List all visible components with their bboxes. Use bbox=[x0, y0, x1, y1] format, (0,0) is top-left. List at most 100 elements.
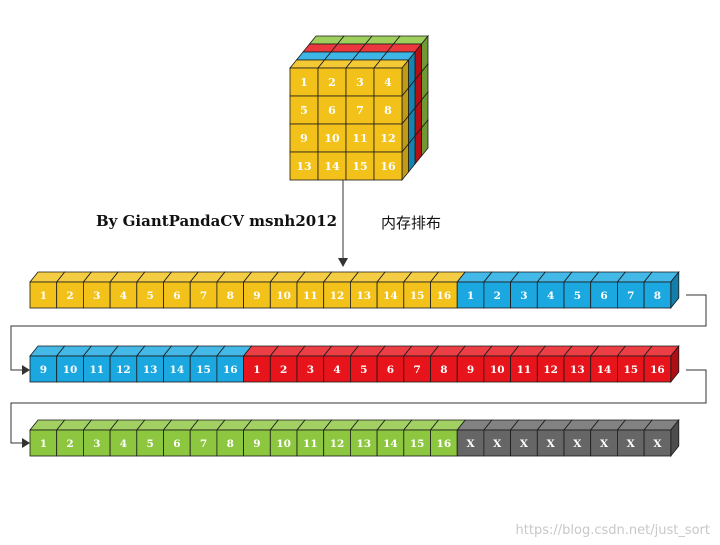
memory-cell bbox=[109, 429, 138, 457]
cube-cell-label: 15 bbox=[352, 160, 367, 173]
memory-cell-label: 7 bbox=[413, 364, 420, 376]
cube-front-cell bbox=[317, 95, 347, 125]
memory-cell-label: 12 bbox=[116, 364, 131, 376]
memory-cell-label: 4 bbox=[120, 290, 127, 302]
memory-cell bbox=[430, 355, 458, 383]
memory-cell bbox=[643, 281, 672, 309]
memory-cell-label: X bbox=[600, 438, 609, 450]
memory-cell bbox=[269, 429, 298, 457]
memory-cell-label: 6 bbox=[387, 364, 394, 376]
memory-cell bbox=[483, 429, 511, 457]
memory-cell-label: 5 bbox=[574, 290, 581, 302]
memory-cell bbox=[590, 355, 618, 383]
arrow-head bbox=[338, 258, 348, 267]
memory-cell bbox=[323, 281, 351, 309]
memory-cell bbox=[617, 281, 645, 309]
wrap-arrow-2 bbox=[10, 369, 707, 444]
memory-cell bbox=[456, 355, 485, 383]
cube-cell-label: 11 bbox=[352, 132, 367, 145]
memory-cell-label: 2 bbox=[66, 438, 73, 450]
author-caption: By GiantPandaCV msnh2012 bbox=[96, 212, 338, 230]
memory-cell bbox=[483, 355, 511, 383]
cube-front-cell bbox=[373, 67, 403, 97]
memory-cell-label: 16 bbox=[437, 438, 452, 450]
memory-cell-label: X bbox=[573, 438, 582, 450]
memory-cell-label: 10 bbox=[490, 364, 505, 376]
memory-cell-label: 13 bbox=[570, 364, 585, 376]
watermark: https://blog.csdn.net/just_sort bbox=[515, 523, 710, 538]
cube-cell-label: 8 bbox=[384, 104, 392, 117]
cube-cell-label: 16 bbox=[380, 160, 396, 173]
memory-cell bbox=[216, 355, 244, 383]
memory-cell bbox=[269, 355, 298, 383]
memory-cell bbox=[430, 281, 458, 309]
cube-front-cell bbox=[317, 151, 347, 181]
memory-cell-label: 4 bbox=[120, 438, 127, 450]
memory-cell-label: X bbox=[547, 438, 556, 450]
memory-cell bbox=[56, 355, 84, 383]
memory-cell bbox=[590, 281, 618, 309]
memory-cell-label: 4 bbox=[547, 290, 554, 302]
memory-cell-label: 12 bbox=[330, 438, 345, 450]
memory-cell bbox=[617, 355, 645, 383]
memory-cell bbox=[376, 429, 405, 457]
cube-front-cell bbox=[317, 67, 347, 97]
memory-cell bbox=[189, 355, 218, 383]
cube-cell-label: 13 bbox=[296, 160, 311, 173]
memory-cell-label: 8 bbox=[227, 438, 234, 450]
wrap-arrow-1 bbox=[10, 294, 707, 371]
cube-front-cell bbox=[373, 95, 403, 125]
memory-cell bbox=[643, 355, 672, 383]
memory-cell-label: 10 bbox=[276, 438, 291, 450]
cube-cell-label: 6 bbox=[328, 104, 336, 117]
memory-cell bbox=[29, 281, 58, 309]
memory-cell bbox=[83, 429, 111, 457]
memory-cell-label: 4 bbox=[333, 364, 340, 376]
memory-cell-label: 7 bbox=[200, 290, 207, 302]
memory-cell-label: 9 bbox=[253, 290, 260, 302]
memory-cell-label: 1 bbox=[40, 290, 47, 302]
memory-cell bbox=[430, 429, 458, 457]
memory-cell bbox=[403, 355, 431, 383]
memory-cell bbox=[163, 429, 191, 457]
memory-cell-label: 3 bbox=[307, 364, 314, 376]
arrow-head bbox=[22, 365, 30, 375]
memory-cell bbox=[163, 281, 191, 309]
memory-cell-label: 8 bbox=[227, 290, 234, 302]
cube-front-cell bbox=[289, 95, 319, 125]
memory-cell-label: 13 bbox=[143, 364, 158, 376]
memory-cell-label: 11 bbox=[89, 364, 104, 376]
memory-cell bbox=[536, 355, 565, 383]
memory-cell bbox=[617, 429, 645, 457]
memory-cell-label: 8 bbox=[440, 364, 447, 376]
memory-cell-label: X bbox=[653, 438, 662, 450]
memory-cell-label: 6 bbox=[600, 290, 607, 302]
memory-cell-label: 9 bbox=[253, 438, 260, 450]
memory-cell-label: 14 bbox=[383, 290, 398, 302]
memory-cell bbox=[323, 429, 351, 457]
memory-cell-label: X bbox=[466, 438, 475, 450]
memory-cell-label: 16 bbox=[650, 364, 665, 376]
memory-cell-label: 15 bbox=[410, 438, 425, 450]
memory-cell-label: 12 bbox=[543, 364, 558, 376]
memory-cell-label: X bbox=[520, 438, 529, 450]
memory-cell bbox=[510, 281, 538, 309]
memory-cell bbox=[189, 429, 218, 457]
memory-cell bbox=[109, 355, 138, 383]
memory-cell-label: 9 bbox=[467, 364, 474, 376]
cube-cell-label: 10 bbox=[324, 132, 340, 145]
cube-cell-label: 4 bbox=[384, 76, 392, 89]
cube-front-cell bbox=[345, 95, 375, 125]
memory-cell bbox=[563, 281, 592, 309]
memory-cell-label: 14 bbox=[383, 438, 398, 450]
memory-cell-label: 3 bbox=[93, 290, 100, 302]
memory-cell-label: 16 bbox=[437, 290, 452, 302]
memory-cell bbox=[563, 429, 592, 457]
memory-cell-label: 2 bbox=[494, 290, 501, 302]
